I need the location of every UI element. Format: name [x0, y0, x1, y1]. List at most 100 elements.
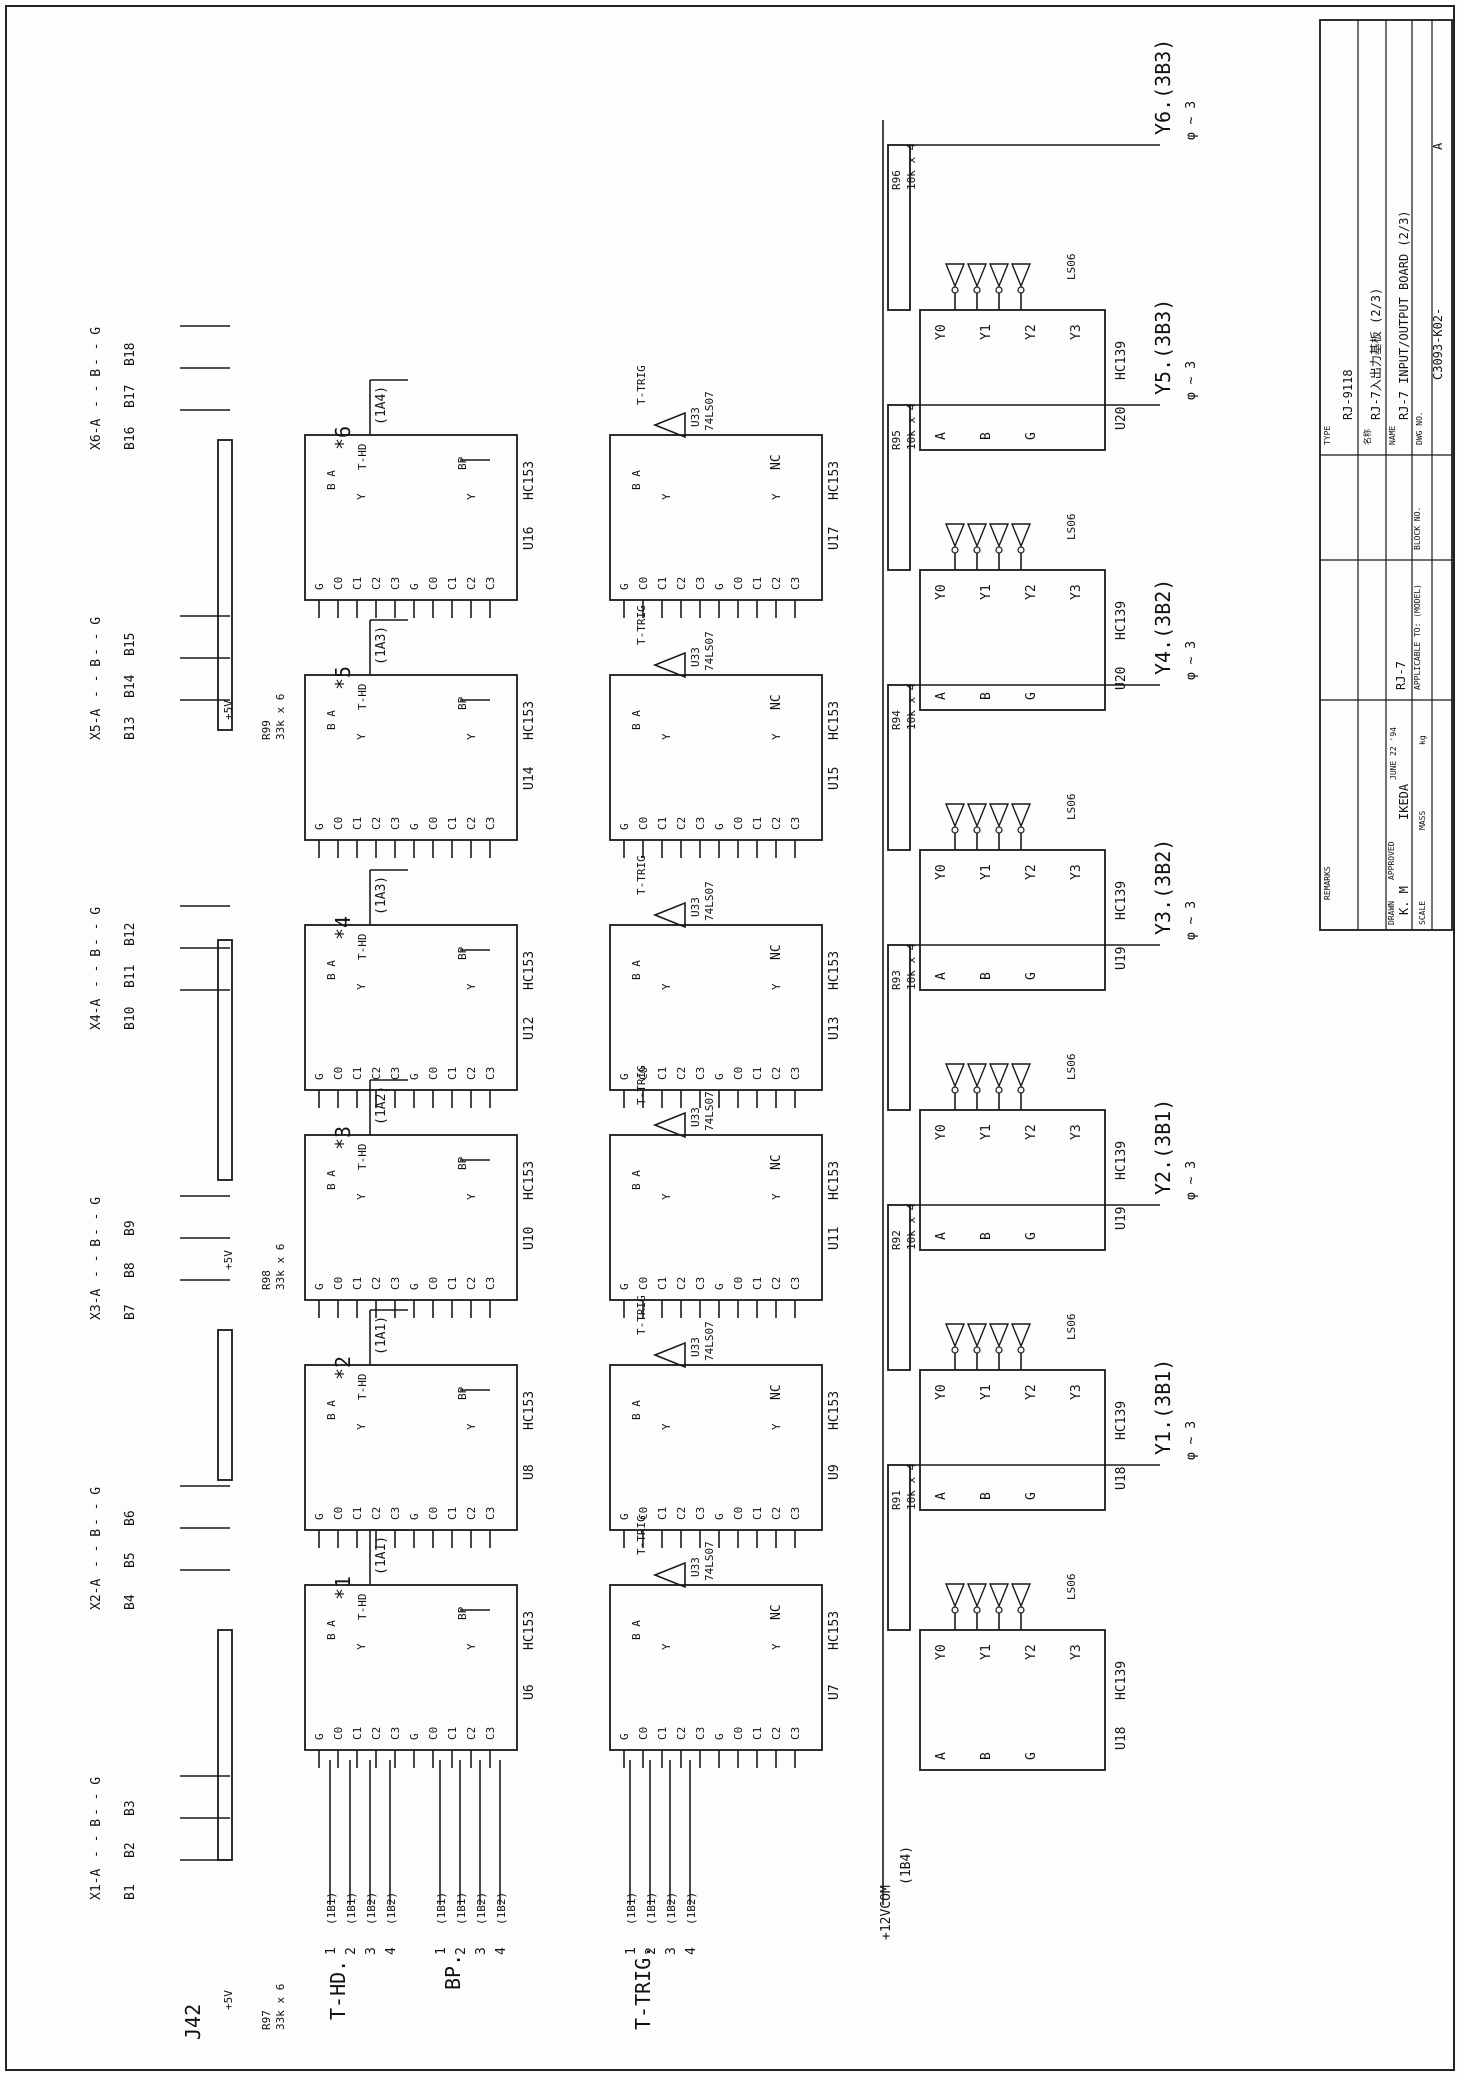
chip-pin-label: C0	[427, 1507, 440, 1520]
inverter-bubble	[1017, 826, 1025, 834]
inverter-gate	[1010, 523, 1032, 548]
chip-pin-label: C3	[694, 1507, 707, 1520]
chip-pin-label: C0	[427, 1727, 440, 1740]
chip-pin-label: C2	[770, 577, 783, 590]
chip-out-label: Y	[770, 493, 783, 500]
inverter-gate	[944, 1063, 966, 1088]
connector-pin: B2	[123, 1842, 138, 1858]
decoder-phase: φ ~ 3	[1184, 1421, 1199, 1460]
decoder-out-label: Y0	[934, 864, 949, 880]
chip-pin-label: C2	[770, 817, 783, 830]
chip-out-label: Y	[465, 983, 478, 990]
chip-pin-label: G	[618, 1283, 631, 1290]
input-line-ref: (1B2)	[365, 1892, 378, 1925]
chip-pin-label: G	[618, 1073, 631, 1080]
decoder-chip	[919, 309, 1106, 451]
rpack-value: 33k x 6	[274, 1244, 287, 1290]
chip-pin-label: C3	[484, 1727, 497, 1740]
decoder-ref: U19	[1114, 1207, 1129, 1230]
decoder-out-label: Y1	[979, 1124, 994, 1140]
connector-signal: - - B	[89, 1239, 104, 1278]
input-line-ref: (1B2)	[665, 1892, 678, 1925]
chip-pin-label: C0	[637, 1067, 650, 1080]
chip-pin-label: C1	[751, 1277, 764, 1290]
chip-out-label: Y	[465, 1643, 478, 1650]
input-thd-label: T-HD.	[326, 1960, 350, 2020]
mux-out-bp: BP	[456, 456, 469, 470]
type-label: TYPE	[1323, 426, 1332, 445]
mux-ref: U6	[522, 1684, 537, 1700]
chip-pin-label: G	[618, 823, 631, 830]
inverter-type: LS06	[1065, 514, 1078, 541]
rpack-body	[887, 144, 911, 311]
buffer-gate	[652, 651, 686, 679]
chip-pin-label: C3	[694, 1727, 707, 1740]
inverter-type: LS06	[1065, 1574, 1078, 1601]
chip-pin-label: C0	[332, 1277, 345, 1290]
dwg-value: C3093-K02-	[1431, 308, 1445, 380]
mux-mark: *4	[331, 916, 355, 940]
connector-pin: B3	[123, 1800, 138, 1816]
jp-name-value: RJ-7入出力基板 (2/3)	[1369, 288, 1383, 420]
trig-mux-ref: U13	[827, 1017, 842, 1040]
nc-label: NC	[769, 694, 784, 710]
chip-out-label: Y	[355, 1193, 368, 1200]
approved-label: APPROVED	[1387, 841, 1396, 880]
chip-pin-label: C2	[675, 577, 688, 590]
inverter-gate	[944, 803, 966, 828]
chip-out-label: Y	[355, 1643, 368, 1650]
connector-signal: - - B	[89, 949, 104, 988]
chip-pin-label: C3	[789, 1277, 802, 1290]
chip-pin-label: C2	[675, 1507, 688, 1520]
input-line-num: 4	[494, 1947, 509, 1955]
trig-out: T-TRIG	[635, 1065, 648, 1105]
chip-out-label: Y	[465, 733, 478, 740]
connector-signal: X6-A	[89, 419, 104, 450]
decoder-pin-label: G	[1024, 692, 1039, 700]
chip-pin-label: C0	[732, 577, 745, 590]
rpack-ref: R98	[260, 1270, 273, 1290]
chip-pin-label: C3	[484, 1067, 497, 1080]
connector-pin: B15	[123, 633, 138, 656]
buffer-gate	[652, 901, 686, 929]
mux-ref: U14	[522, 766, 537, 790]
chip-out-label: Y	[465, 1423, 478, 1430]
chip-sel-label: B A	[630, 1400, 643, 1420]
mux-type: HC153	[522, 1161, 537, 1200]
inverter-gate	[988, 803, 1010, 828]
chip-out-label: Y	[770, 983, 783, 990]
inverter-bubble	[1017, 286, 1025, 294]
decoder-output: Y4.(3B2)	[1151, 579, 1175, 675]
buffer-type: 74LS07	[703, 881, 716, 921]
chip-pin-label: C3	[694, 1277, 707, 1290]
chip-sel-label: B A	[325, 960, 338, 980]
chip-pin-label: C0	[637, 1727, 650, 1740]
inverter-gate	[988, 1583, 1010, 1608]
chip-sel-label: B A	[630, 1170, 643, 1190]
chip-pin-label: C1	[351, 1277, 364, 1290]
chip-pin-label: C3	[484, 577, 497, 590]
connector-pin: B6	[123, 1510, 138, 1526]
inverter-gate	[966, 1063, 988, 1088]
trig-out: T-TRIG	[635, 855, 648, 895]
buffer-ref: U33	[689, 1107, 702, 1127]
chip-pin-label: C0	[332, 1067, 345, 1080]
mux-type: HC153	[522, 701, 537, 740]
input-bp-label: BP.	[441, 1954, 465, 1990]
mux-chip	[304, 1364, 518, 1531]
input-line-ref: (1B1)	[625, 1892, 638, 1925]
connector-signal: - - G	[89, 327, 104, 366]
chip-pin-label: G	[313, 1513, 326, 1520]
connector-signal: - - B	[89, 369, 104, 408]
input-line-ref: (1B2)	[385, 1892, 398, 1925]
decoder-output: Y5.(3B3)	[1151, 299, 1175, 395]
inverter-gate	[988, 523, 1010, 548]
decoder-output: Y3.(3B2)	[1151, 839, 1175, 935]
supply-label: +12VCOM	[879, 1885, 894, 1940]
inverter-bubble	[995, 1086, 1003, 1094]
mux-ref-out: (1A3)	[374, 876, 389, 915]
connector-signal: - - B	[89, 1529, 104, 1568]
jp-name-label: 名称	[1362, 429, 1372, 445]
connector-signal: - - G	[89, 617, 104, 656]
rpack-value: 33k x 6	[274, 1984, 287, 2030]
